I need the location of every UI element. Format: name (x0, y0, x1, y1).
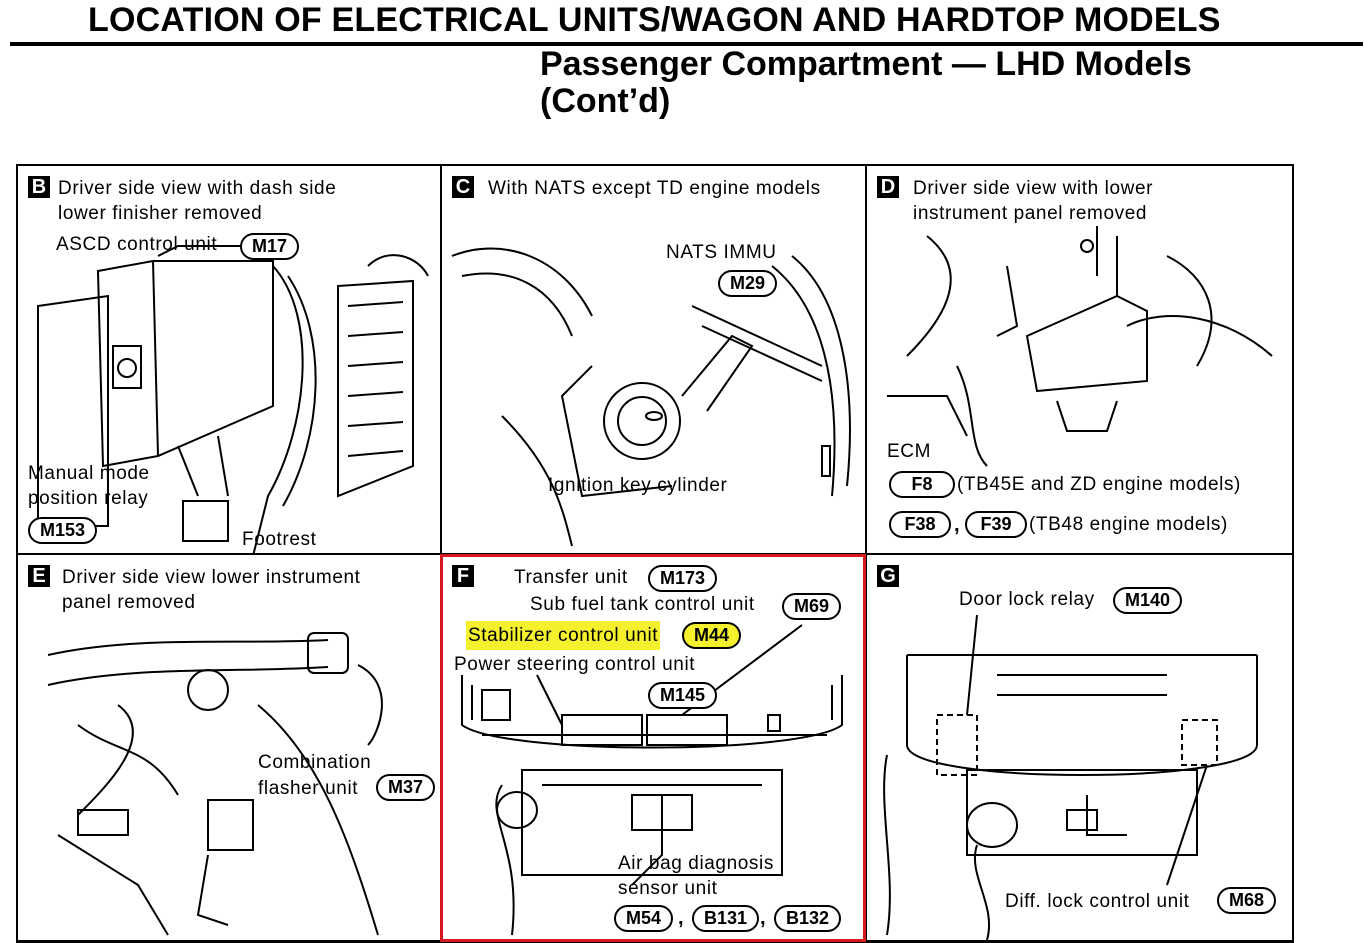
panel-e: E Driver side view lower instrument pane… (16, 553, 442, 943)
f39-engine-note: (TB48 engine models) (1029, 514, 1228, 535)
ascd-connector-badge: M17 (240, 233, 300, 260)
f8-engine-note: (TB45E and ZD engine models) (957, 474, 1241, 495)
panel-g-letter: G (877, 565, 899, 587)
panel-d-caption: Driver side view with lower instrument p… (913, 178, 1154, 224)
f8-connector-badge: F8 (889, 471, 955, 498)
sub-fuel-connector-badge: M69 (782, 593, 842, 620)
power-steering-label: Power steering control unit (454, 654, 696, 675)
panel-c-letter: C (452, 176, 474, 198)
title-rule (10, 42, 1363, 46)
door-lock-relay-label: Door lock relay (959, 589, 1095, 610)
diff-lock-control-unit-label: Diff. lock control unit (1005, 891, 1190, 912)
airbag-diagnosis-label-2: sensor unit (618, 878, 718, 899)
panel-b: B Driver side view with dash side lower … (16, 164, 442, 555)
diff-lock-connector-badge: M68 (1217, 887, 1277, 914)
panel-c-illustration (451, 247, 851, 547)
transfer-unit-label: Transfer unit (514, 567, 628, 588)
panel-e-caption: Driver side view lower instrument panel … (62, 567, 361, 613)
manual-mode-relay-label-2: position relay (28, 488, 149, 509)
comma-separator: , (954, 514, 960, 536)
panel-g-illustration (883, 614, 1258, 941)
transfer-connector-badge: M173 (648, 565, 718, 592)
panel-c-caption: With NATS except TD engine models (488, 178, 821, 199)
nats-immu-label: NATS IMMU (666, 242, 777, 263)
stabilizer-control-unit-label: Stabilizer control unit (466, 621, 661, 650)
relay-connector-badge: M153 (28, 517, 98, 544)
page-title: LOCATION OF ELECTRICAL UNITS/WAGON AND H… (88, 1, 1221, 39)
airbag-diagnosis-label-1: Air bag diagnosis (618, 853, 774, 874)
panel-g: G Door lock relay M140 Diff. lock contro… (865, 553, 1294, 943)
sub-fuel-tank-label: Sub fuel tank control unit (530, 594, 755, 615)
nats-connector-badge: M29 (718, 270, 778, 297)
f38-connector-badge: F38 (889, 511, 951, 538)
panel-f: F Transfer unit M173 Sub fuel tank contr… (440, 553, 867, 943)
panel-e-illustration (47, 632, 383, 936)
panel-e-letter: E (28, 565, 50, 587)
f39-connector-badge: F39 (965, 511, 1027, 538)
combination-flasher-label-1: Combination (258, 752, 372, 773)
panel-b-caption: Driver side view with dash side lower fi… (58, 178, 337, 224)
b132-connector-badge: B132 (774, 905, 842, 932)
footrest-label: Footrest (242, 529, 317, 550)
ecm-label: ECM (887, 441, 932, 462)
comma-separator-2: , (760, 907, 766, 929)
combination-flasher-label-2: flasher unit (258, 778, 359, 799)
power-steering-connector-badge: M145 (648, 682, 718, 709)
door-lock-connector-badge: M140 (1113, 587, 1183, 614)
panel-b-illustration (37, 245, 429, 553)
panel-b-letter: B (28, 176, 50, 198)
stabilizer-connector-badge: M44 (682, 622, 742, 649)
manual-mode-relay-label-1: Manual mode (28, 463, 150, 484)
b131-connector-badge: B131 (692, 905, 760, 932)
flasher-connector-badge: M37 (376, 774, 436, 801)
panel-d-letter: D (877, 176, 899, 198)
ascd-control-unit-label: ASCD control unit (56, 234, 218, 255)
subtitle-line-1: Passenger Compartment — LHD Models (540, 45, 1192, 83)
comma-separator-1: , (678, 907, 684, 929)
subtitle-line-2: (Cont’d) (540, 82, 671, 120)
panel-d: D Driver side view with lower instrument… (865, 164, 1294, 555)
panel-f-illustration (461, 624, 843, 936)
panel-f-letter: F (452, 565, 474, 587)
panel-d-illustration (887, 226, 1273, 467)
page-subtitle: Passenger Compartment — LHD Models (Cont… (540, 46, 1192, 120)
panel-c: C With NATS except TD engine models NATS… (440, 164, 867, 555)
m54-connector-badge: M54 (614, 905, 674, 932)
ignition-key-cylinder-label: Ignition key cylinder (548, 475, 728, 496)
